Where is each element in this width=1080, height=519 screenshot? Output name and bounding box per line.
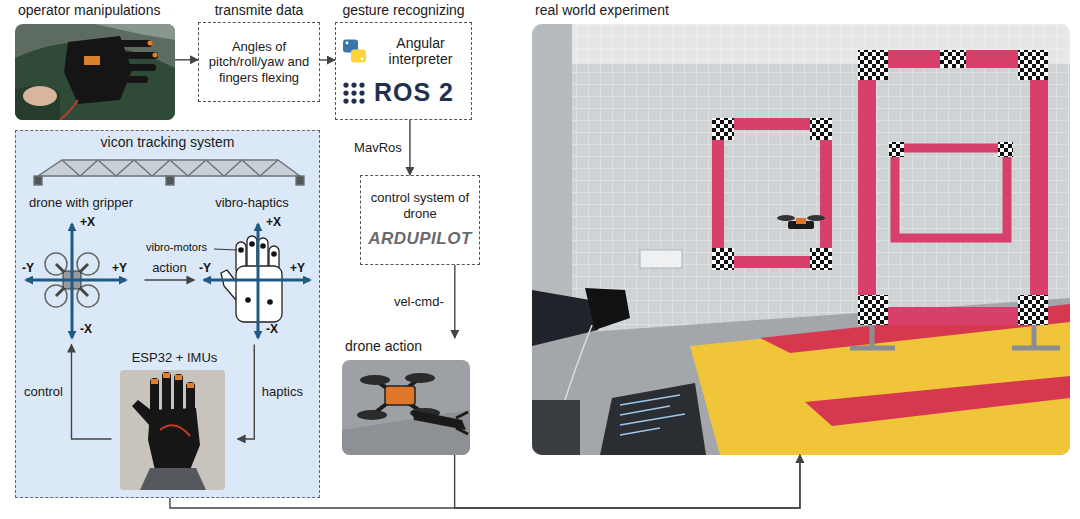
axis-label: -X [80, 323, 92, 337]
leader-line [214, 249, 237, 250]
node-heading: operator manipulations [18, 2, 175, 19]
connector [175, 59, 198, 60]
glove-photo [120, 370, 225, 490]
dashed-box: Angles of pitch/roll/yaw and fingers fle… [198, 22, 320, 102]
node-heading: vibro-haptics [195, 195, 310, 211]
vicon-truss [34, 160, 304, 185]
panel-ground [15, 130, 320, 498]
hand-figure [204, 224, 310, 338]
operator-photo [15, 24, 175, 120]
connector [455, 455, 800, 508]
group-panel: vicon tracking system drone with gripper v… [15, 130, 320, 498]
node-heading: vicon tracking system [16, 134, 319, 151]
axis-label: +Y [290, 262, 305, 276]
callout-label: vibro-motors [146, 241, 207, 254]
photo-panel: drone action [342, 338, 470, 455]
process-box: control system of droneARDUPILOT [360, 175, 480, 265]
node-heading: real world experiment [535, 2, 1070, 19]
node-text: ARDUPILOT [368, 229, 472, 249]
drone-figure [26, 224, 126, 338]
node-heading: transmite data [198, 2, 320, 19]
node-text: ROS 2 [374, 79, 467, 107]
edge-label: MavRos [352, 140, 404, 156]
node-heading: drone with gripper [18, 195, 145, 211]
photo-panel: operator manipulations [15, 2, 175, 120]
axis-label: -Y [199, 262, 211, 276]
axis-label: +Y [112, 262, 127, 276]
connector [409, 120, 410, 175]
edge-label: haptics [260, 384, 305, 400]
edge-label: control [22, 384, 65, 400]
node-heading: drone action [345, 338, 470, 355]
node-text: Angles of pitch/roll/yaw and fingers fle… [205, 39, 313, 86]
connector [170, 455, 800, 508]
process-box: transmite dataAngles of pitch/roll/yaw a… [198, 2, 320, 102]
axis-label: +X [266, 216, 281, 230]
drone-photo [342, 360, 470, 455]
dashed-box: Angular interpreterROS 2 [335, 22, 472, 120]
connector [238, 345, 255, 439]
connector [71, 345, 111, 439]
node-heading: ESP32 + IMUs [112, 350, 238, 366]
ros-logo [343, 83, 364, 104]
axis-label: +X [80, 216, 95, 230]
connector [145, 279, 195, 280]
photo-panel: real world experiment [532, 2, 1070, 455]
connector [320, 59, 335, 60]
process-box: gesture recognizingAngular interpreterRO… [335, 2, 472, 120]
node-heading: control system of drone [367, 190, 473, 221]
node-heading: gesture recognizing [335, 2, 472, 19]
edge-label: action [150, 260, 189, 276]
experiment-photo [532, 24, 1070, 455]
python-logo [343, 40, 366, 63]
connector [454, 265, 455, 338]
axis-label: -X [266, 323, 278, 337]
edge-label: vel-cmd- [392, 294, 446, 310]
figure-box: ESP32 + IMUs [112, 350, 238, 492]
node-text: Angular interpreter [374, 35, 467, 67]
axis-label: -Y [22, 262, 34, 276]
